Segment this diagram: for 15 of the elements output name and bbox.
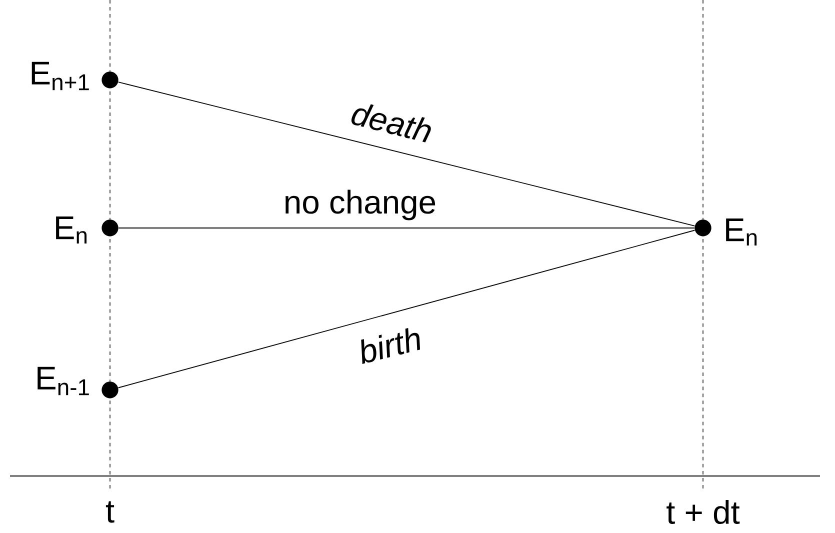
edge-label: birth (361, 328, 420, 364)
edge-label: death (351, 104, 431, 142)
edge-label: no change (286, 190, 436, 220)
state-label: E$_{n}$ (56, 216, 87, 244)
state-label: E$_{n-1}$ (38, 366, 89, 396)
transition-line (118, 230, 696, 388)
state-dot (102, 220, 118, 236)
state-dot (102, 72, 118, 88)
state-dot (102, 382, 118, 398)
state-label: E$_{n}$ (726, 218, 757, 246)
state-label: E$_{n+1}$ (32, 62, 89, 90)
time-label: t + dt (666, 500, 740, 524)
time-label: t (106, 501, 114, 523)
transition-line (118, 82, 696, 226)
state-dot (694, 220, 712, 236)
